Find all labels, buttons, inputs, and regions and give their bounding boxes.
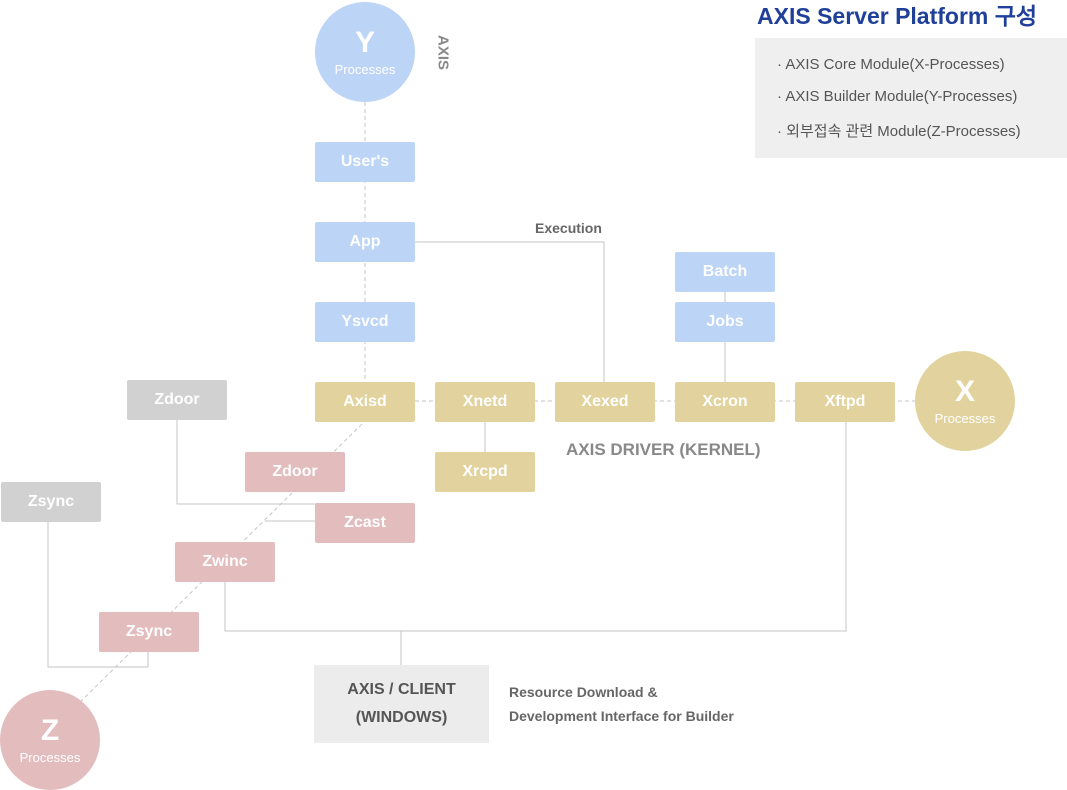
legend-item: · 외부접속 관련 Module(Z-Processes) xyxy=(777,123,1021,140)
legend-item: · AXIS Builder Module(Y-Processes) xyxy=(777,88,1018,105)
node-xrcpd: Xrcpd xyxy=(435,452,535,492)
y-processes-label: Processes xyxy=(334,61,396,77)
execution-line xyxy=(415,241,605,382)
z-letter: Z xyxy=(40,713,60,747)
driver-label: AXIS DRIVER (KERNEL) xyxy=(566,440,761,459)
client-note: Resource Download & Development Interfac… xyxy=(509,680,734,728)
node-zdoor-gray: Zdoor xyxy=(127,380,227,420)
x-letter: X xyxy=(954,374,975,408)
client-bus-line xyxy=(224,422,847,632)
node-ysvcd: Ysvcd xyxy=(315,302,415,342)
legend-box: · AXIS Core Module(X-Processes) · AXIS B… xyxy=(755,38,1067,158)
node-zwinc: Zwinc xyxy=(175,542,275,582)
execution-label: Execution xyxy=(535,220,602,236)
zsync-link-line xyxy=(47,522,149,668)
page-title: AXIS Server Platform 구성 xyxy=(757,3,1038,29)
node-zcast: Zcast xyxy=(315,503,415,543)
client-box: AXIS / CLIENT (WINDOWS) xyxy=(314,665,489,743)
node-xcron: Xcron xyxy=(675,382,775,422)
client-line2: (WINDOWS) xyxy=(355,709,448,726)
node-xftpd: Xftpd xyxy=(795,382,895,422)
node-xnetd: Xnetd xyxy=(435,382,535,422)
client-note-line1: Resource Download & xyxy=(509,684,658,700)
y-processes-circle: Y Processes xyxy=(315,2,415,102)
node-zsync-gray: Zsync xyxy=(1,482,101,522)
client-note-line2: Development Interface for Builder xyxy=(509,708,734,724)
node-zdoor: Zdoor xyxy=(245,452,345,492)
node-xexed: Xexed xyxy=(555,382,655,422)
legend-item: · AXIS Core Module(X-Processes) xyxy=(777,56,1005,73)
node-jobs: Jobs xyxy=(675,302,775,342)
y-letter: Y xyxy=(354,25,375,59)
node-axisd: Axisd xyxy=(315,382,415,422)
axis-vertical-label: AXIS xyxy=(434,34,452,70)
node-users: User's xyxy=(315,142,415,182)
z-processes-circle: Z Processes xyxy=(0,690,100,790)
zdoor-zcast-line xyxy=(176,420,315,505)
x-processes-label: Processes xyxy=(934,410,996,426)
node-zsync: Zsync xyxy=(99,612,199,652)
node-app: App xyxy=(315,222,415,262)
x-processes-circle: X Processes xyxy=(915,351,1015,451)
node-batch: Batch xyxy=(675,252,775,292)
client-line1: AXIS / CLIENT xyxy=(347,681,456,698)
z-processes-label: Processes xyxy=(19,749,81,765)
